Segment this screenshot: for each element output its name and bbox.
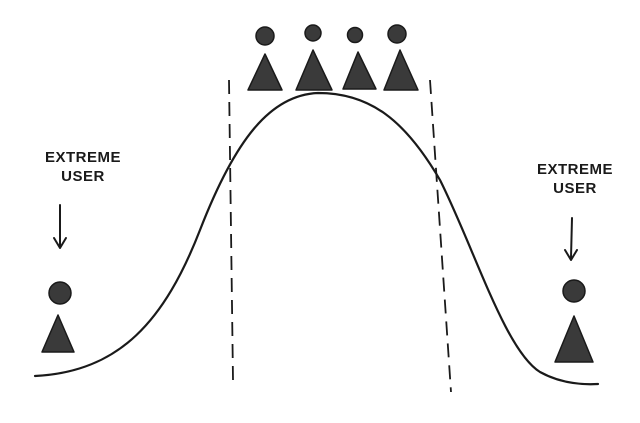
right-extreme-user-label: EXTREME USER — [520, 160, 630, 198]
bell-curve — [33, 91, 600, 386]
person-icon — [342, 26, 377, 90]
right-dashed-boundary — [429, 79, 452, 393]
arrow-down-icon — [53, 204, 67, 249]
person-icon — [383, 24, 419, 91]
person-icon — [554, 279, 594, 363]
label-line: EXTREME — [44, 149, 121, 166]
mainstream-group — [247, 24, 419, 91]
right-extreme-user — [554, 217, 594, 363]
person-icon — [295, 24, 333, 91]
left-extreme-user-label: EXTREME USER — [28, 148, 138, 186]
person-icon — [41, 281, 75, 353]
person-icon — [247, 26, 283, 91]
left-dashed-boundary — [228, 79, 234, 381]
label-line: USER — [61, 168, 105, 185]
arrow-down-icon — [564, 217, 578, 261]
label-line: EXTREME — [536, 161, 613, 178]
left-extreme-user — [41, 204, 75, 353]
label-line: USER — [553, 180, 597, 197]
